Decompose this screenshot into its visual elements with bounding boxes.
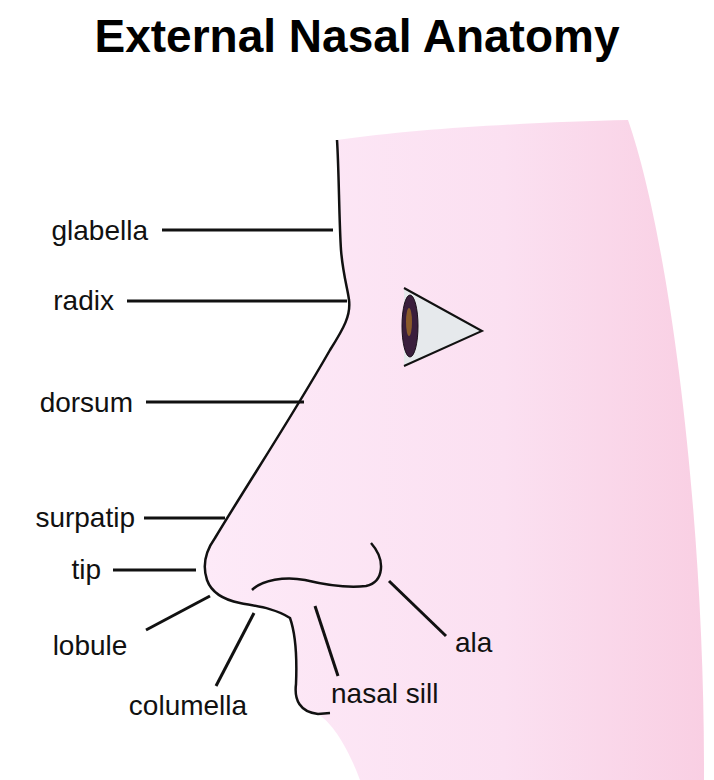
- leader-line: [146, 596, 210, 630]
- leader-line: [127, 300, 347, 303]
- leader-line: [389, 581, 446, 636]
- leader-line: [146, 401, 304, 404]
- part-label: surpatip: [35, 504, 135, 532]
- part-label: glabella: [51, 217, 148, 245]
- part-label: lobule: [53, 632, 128, 660]
- part-label: radix: [53, 287, 114, 315]
- leader-line: [162, 229, 333, 232]
- ala-outline: [252, 543, 381, 590]
- part-label: tip: [71, 556, 101, 584]
- eye-iris: [402, 295, 418, 357]
- leader-line: [144, 517, 225, 520]
- part-label: ala: [455, 629, 492, 657]
- part-label: columella: [129, 692, 247, 720]
- leader-lines: [113, 230, 446, 686]
- diagram-title: External Nasal Anatomy: [95, 13, 620, 59]
- eye-iris-highlight: [406, 308, 412, 336]
- face-profile: [205, 140, 350, 714]
- part-label: nasal sill: [331, 680, 438, 708]
- leader-line: [315, 606, 338, 676]
- leader-line: [216, 613, 254, 686]
- leader-line: [113, 569, 196, 572]
- face-shape: [205, 120, 704, 780]
- part-label: dorsum: [40, 389, 133, 417]
